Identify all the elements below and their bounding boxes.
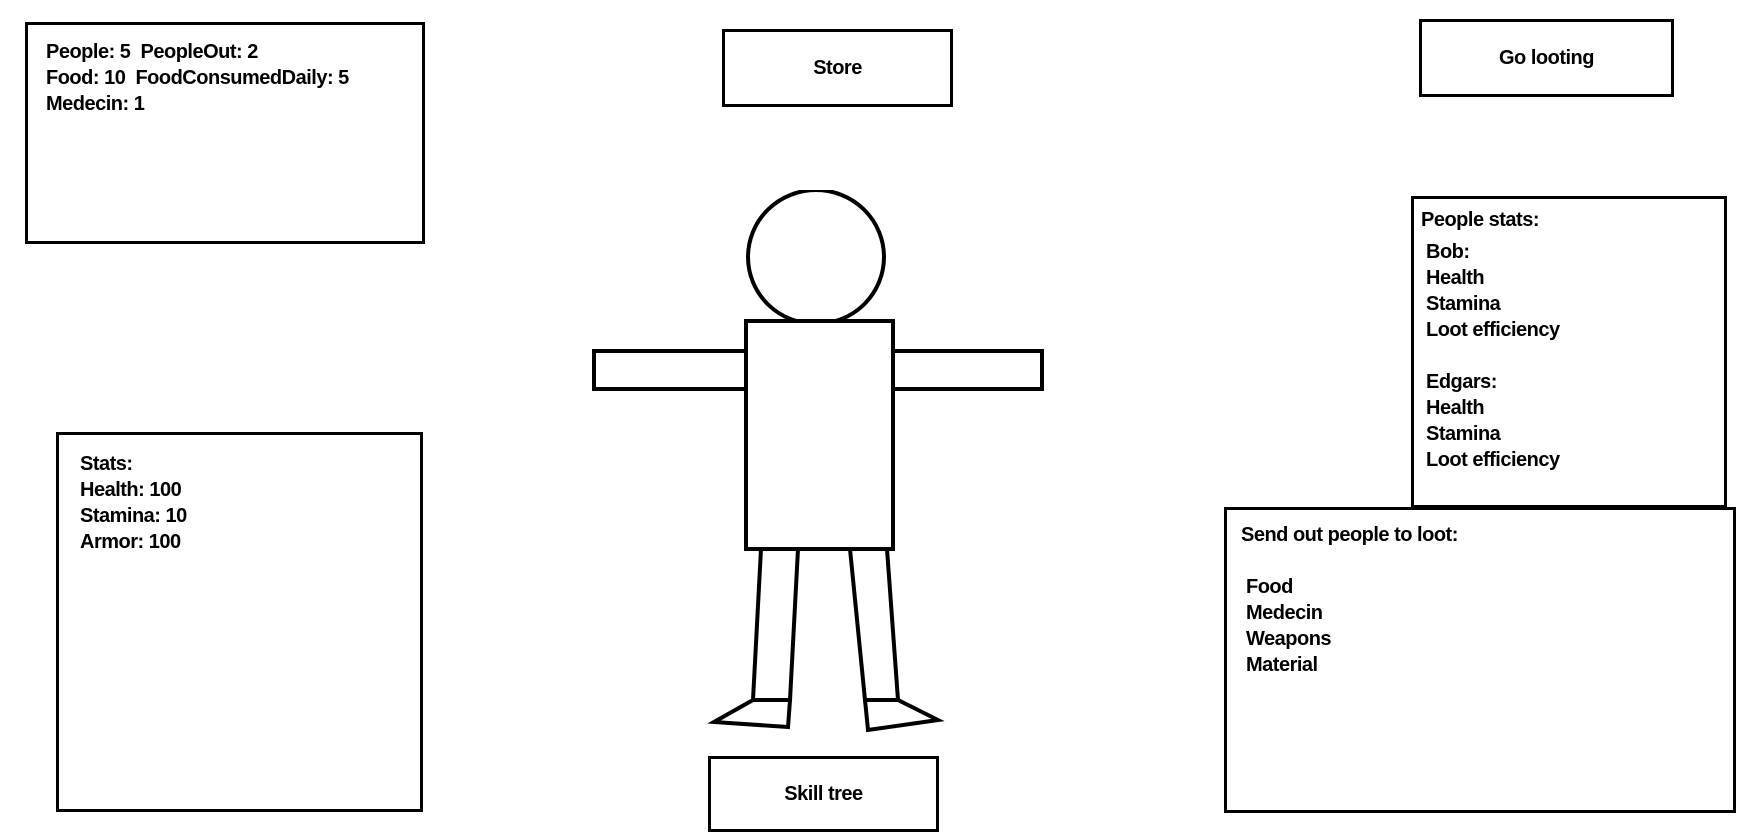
person-health: Health [1426, 397, 1485, 419]
person-stamina: Stamina [1426, 423, 1501, 445]
player-stamina: Stamina: 10 [80, 505, 187, 527]
character-torso [744, 319, 895, 551]
character-right-arm [877, 349, 1044, 391]
people-count: People: 5 PeopleOut: 2 [46, 41, 258, 63]
loot-option-material[interactable]: Material [1246, 654, 1318, 676]
character-left-leg [750, 547, 801, 702]
person-name: Bob: [1426, 241, 1470, 263]
stats-title: Stats: [80, 453, 133, 475]
player-armor: Armor: 100 [80, 531, 181, 553]
send-loot-title: Send out people to loot: [1241, 524, 1458, 546]
character-right-leg [847, 547, 901, 702]
send-loot-panel: Send out people to loot: Food Medecin We… [1224, 507, 1736, 813]
food-count: Food: 10 FoodConsumedDaily: 5 [46, 67, 349, 89]
character-left-arm [592, 349, 759, 391]
skill-tree-button[interactable]: Skill tree [708, 756, 939, 832]
character-head [746, 190, 886, 326]
character-right-foot [862, 698, 945, 733]
loot-option-medecin[interactable]: Medecin [1246, 602, 1323, 624]
loot-options: Food Medecin Weapons Material [1241, 574, 1733, 678]
person-loot-efficiency: Loot efficiency [1426, 449, 1560, 471]
character-left-foot [707, 698, 793, 730]
go-looting-button[interactable]: Go looting [1419, 19, 1674, 97]
loot-option-weapons[interactable]: Weapons [1246, 628, 1332, 650]
person-name: Edgars: [1426, 371, 1497, 393]
store-button[interactable]: Store [722, 29, 953, 107]
people-stats-panel: People stats: Bob: Health Stamina Loot e… [1411, 196, 1727, 508]
player-health: Health: 100 [80, 479, 182, 501]
character-figure [592, 190, 1044, 733]
person-entry: Bob: Health Stamina Loot efficiency [1421, 239, 1724, 343]
resources-panel: People: 5 PeopleOut: 2 Food: 10 FoodCons… [25, 22, 425, 244]
person-loot-efficiency: Loot efficiency [1426, 319, 1560, 341]
person-health: Health [1426, 267, 1485, 289]
person-entry: Edgars: Health Stamina Loot efficiency [1421, 369, 1724, 473]
people-stats-title: People stats: [1421, 209, 1539, 231]
person-stamina: Stamina [1426, 293, 1501, 315]
loot-option-food[interactable]: Food [1246, 576, 1293, 598]
medecin-count: Medecin: 1 [46, 93, 145, 115]
player-stats-panel: Stats: Health: 100 Stamina: 10 Armor: 10… [56, 432, 423, 812]
